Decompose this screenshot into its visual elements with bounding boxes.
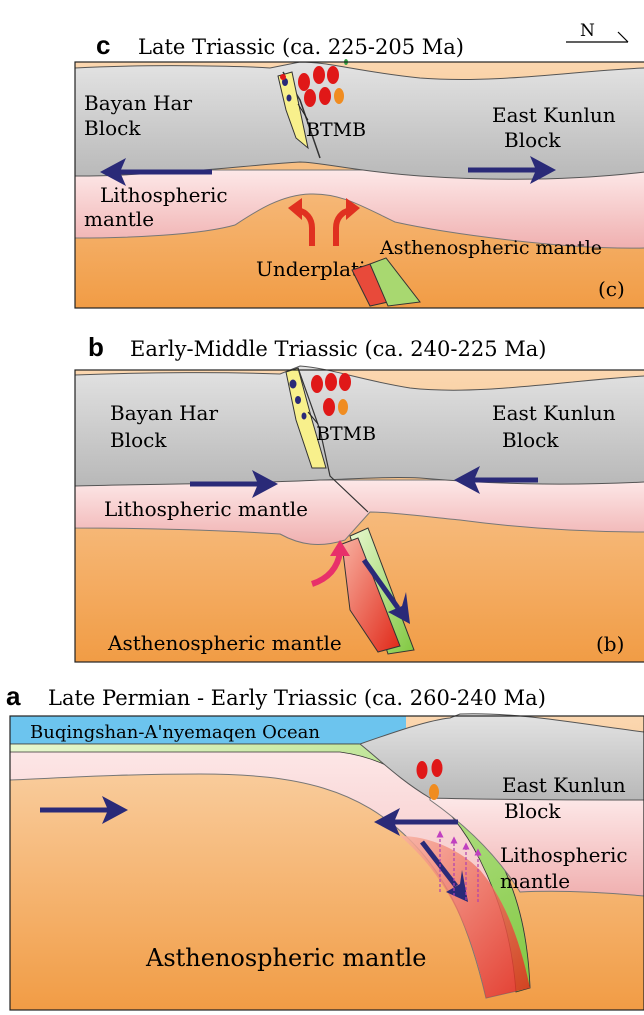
panel-b: b Early-Middle Triassic (ca. 240-225 Ma)…	[75, 332, 644, 662]
asthenospheric-label-c: Asthenospheric mantle	[379, 237, 602, 259]
bayan-har-label-c1: Bayan Har	[84, 91, 192, 115]
panel-b-letter: b	[88, 332, 104, 362]
panel-c-title: Late Triassic (ca. 225-205 Ma)	[138, 35, 464, 59]
east-kunlun-label-b1: East Kunlun	[492, 401, 616, 425]
inclusion-b2	[295, 396, 301, 404]
lithospheric-label-a1: Lithospheric	[500, 843, 628, 867]
inclusion-c2	[287, 95, 292, 102]
inclusion-c3	[280, 74, 286, 80]
ocean-label: Buqingshan-A'nyemaqen Ocean	[30, 722, 320, 743]
panel-c-tag: (c)	[598, 277, 625, 301]
panel-b-tag: (b)	[596, 632, 624, 656]
east-kunlun-label-a2: Block	[504, 799, 561, 823]
panel-a-letter: a	[6, 681, 21, 711]
btmb-label-c: BTMB	[306, 119, 366, 141]
bayan-har-label-b1: Bayan Har	[110, 401, 218, 425]
panel-c-letter: c	[96, 30, 110, 60]
east-kunlun-label-a1: East Kunlun	[502, 773, 626, 797]
east-kunlun-label-c2: Block	[504, 128, 561, 152]
panel-a-title: Late Permian - Early Triassic (ca. 260-2…	[48, 686, 546, 710]
bayan-har-label-b2: Block	[110, 428, 167, 452]
lithospheric-label-a2: mantle	[500, 869, 570, 893]
lithospheric-label-c2: mantle	[84, 207, 154, 231]
east-kunlun-label-c1: East Kunlun	[492, 103, 616, 127]
asthenospheric-label-b: Asthenospheric mantle	[107, 631, 342, 655]
lithospheric-label-b: Lithospheric mantle	[104, 497, 308, 521]
inclusion-b3	[302, 413, 307, 420]
panel-c: N c Late Triassic (ca. 225-205 Ma)	[75, 21, 644, 308]
lithospheric-label-c1: Lithospheric	[100, 183, 228, 207]
north-arrowhead	[618, 32, 628, 42]
east-kunlun-label-b2: Block	[502, 428, 559, 452]
north-indicator: N	[566, 21, 628, 42]
panel-b-title: Early-Middle Triassic (ca. 240-225 Ma)	[130, 337, 546, 361]
north-label: N	[580, 21, 595, 41]
inclusion-b1	[290, 380, 297, 389]
panel-a: a Late Permian - Early Triassic (ca. 260…	[6, 681, 644, 1010]
asthenospheric-label-a: Asthenospheric mantle	[145, 944, 426, 972]
btmb-label-b: BTMB	[316, 423, 376, 445]
bayan-har-label-c2: Block	[84, 116, 141, 140]
